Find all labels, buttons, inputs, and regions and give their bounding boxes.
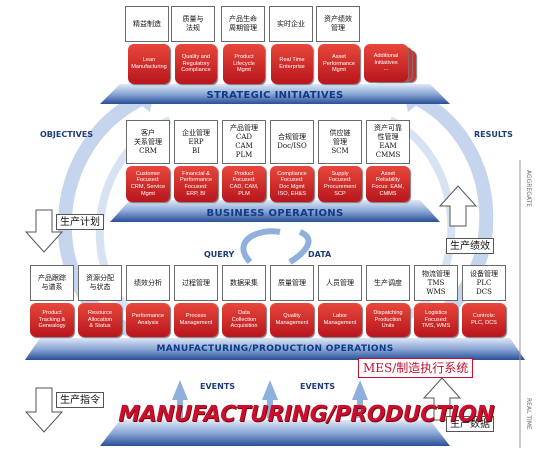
- business-pill-crm: Customer Focused: CRM, Service Mgmt: [126, 166, 170, 202]
- ops-cn-logistics: 物流管理 TMS WMS: [414, 265, 458, 301]
- mfg-ops-title: MANUFACTURING/PRODUCTION OPERATIONS: [156, 344, 394, 354]
- strategic-cn-lean: 精益制造: [125, 6, 169, 42]
- business-band: [110, 200, 440, 222]
- business-title: BUSINESS OPERATIONS: [206, 208, 344, 219]
- ops-pill-logistics: Logistics Focused: TMS, WMS: [414, 303, 458, 337]
- manufacturing-title: MANUFACTURING/PRODUCTION: [115, 402, 497, 427]
- ops-cn-quality: 质量管理: [270, 265, 314, 301]
- query-label: QUERY: [204, 250, 235, 259]
- ops-cn-tracking: 产品跟踪 与谱系: [30, 265, 74, 301]
- objectives-label: OBJECTIVES: [40, 130, 94, 139]
- events-left-label: EVENTS: [200, 382, 236, 391]
- ops-pill-resource: Resource Allocation & Status: [78, 303, 122, 337]
- ops-cn-process: 过程管理: [174, 265, 218, 301]
- business-cn-plm: 产品管理 CAD CAM PLM: [222, 120, 266, 164]
- ops-pill-performance: Performance Analysis: [126, 303, 170, 337]
- ops-pill-process: Process Management: [174, 303, 218, 337]
- manufacturing-band: [100, 420, 450, 446]
- ops-pill-data: Data Collection Acquisition: [222, 303, 266, 337]
- ops-pill-tracking: Product Tracking & Genealogy: [30, 303, 74, 337]
- strategic-pill-quality: Quality and Regulatory Compliance: [175, 44, 217, 84]
- strategic-cn-plm: 产品生命 周期管理: [221, 6, 265, 42]
- data-up-arrow: [422, 377, 462, 421]
- strategic-band: [100, 84, 450, 104]
- mfg-ops-band: [25, 338, 525, 360]
- query-arrow: [240, 228, 281, 265]
- business-cn-crm: 客户 关系管理 CRM: [126, 120, 170, 164]
- performance-up-arrow: [438, 185, 478, 227]
- business-pill-compliance: Compliance Focused: Doc Mgmt ISO, EH&S: [270, 166, 314, 202]
- instruction-down-arrow: [24, 387, 64, 433]
- results-label: RESULTS: [474, 130, 513, 139]
- business-cn-eam: 资产可靠 性管理 EAM CMMS: [366, 120, 410, 164]
- business-cn-erp: 企业管理 ERP BI: [174, 120, 218, 164]
- plan-down-arrow: [24, 209, 64, 253]
- business-pill-erp: Financial & Performance Focused: ERP, BI: [174, 166, 218, 202]
- data-arrow: [288, 229, 312, 265]
- ops-pill-labor: Labor Management: [318, 303, 362, 337]
- strategic-pill-additional: Additional Initiatives ...: [364, 44, 408, 82]
- strategic-pill-plm: Product Lifecycle Mgmt: [223, 44, 265, 84]
- mes-label: MES/制造执行系统: [358, 358, 474, 378]
- business-pill-eam: Asset Reliability Focus: EAM, CMMS: [366, 166, 410, 202]
- events-arrow-2: [262, 380, 278, 418]
- business-pill-scm: Supply Focused: Procurement SCP: [318, 166, 362, 202]
- aggregate-label: AGGREGATE: [525, 170, 532, 208]
- strategic-title: STRATEGIC INITIATIVES: [206, 90, 344, 101]
- strategic-cn-quality: 质量与 法规: [171, 6, 215, 42]
- ops-cn-controls: 设备管理 PLC DCS: [462, 265, 506, 301]
- real-time-label: REAL TIME: [525, 398, 532, 430]
- ops-pill-dispatch: Dispatching Production Units: [366, 303, 410, 337]
- business-cn-scm: 供应链 管理 SCM: [318, 120, 362, 164]
- ops-cn-labor: 人员管理: [318, 265, 362, 301]
- ops-cn-resource: 资源分配 与状态: [78, 265, 122, 301]
- strategic-pill-asset: Asset Performance Mgmt: [318, 44, 360, 84]
- business-pill-plm: Product Focused: CAD, CAM, PLM: [222, 166, 266, 202]
- strategic-pill-realtime: Real Time Enterprise: [271, 44, 313, 84]
- plan-label: 生产计划: [56, 214, 104, 230]
- ops-cn-data: 数据采集: [222, 265, 266, 301]
- strategic-cn-realtime: 实时企业: [269, 6, 313, 42]
- ops-pill-controls: Controls: PLC, DCS: [462, 303, 506, 337]
- performance-label: 生产绩效: [446, 238, 494, 254]
- data-label: DATA: [308, 250, 332, 259]
- strategic-pill-lean: Lean Manufacturing: [128, 44, 170, 84]
- ops-pill-quality: Quality Management: [270, 303, 314, 337]
- events-arrow-1: [172, 380, 188, 418]
- events-right-label: EVENTS: [300, 382, 336, 391]
- strategic-cn-asset: 资产绩效 管理: [316, 6, 360, 42]
- events-arrow-3: [352, 380, 368, 418]
- ops-cn-performance: 绩效分析: [126, 265, 170, 301]
- ops-cn-dispatch: 生产调度: [366, 265, 410, 301]
- instruction-label: 生产指令: [56, 392, 104, 408]
- production-data-label: 生产数据: [446, 416, 494, 432]
- business-cn-compliance: 合规管理 Doc/ISO: [270, 120, 314, 164]
